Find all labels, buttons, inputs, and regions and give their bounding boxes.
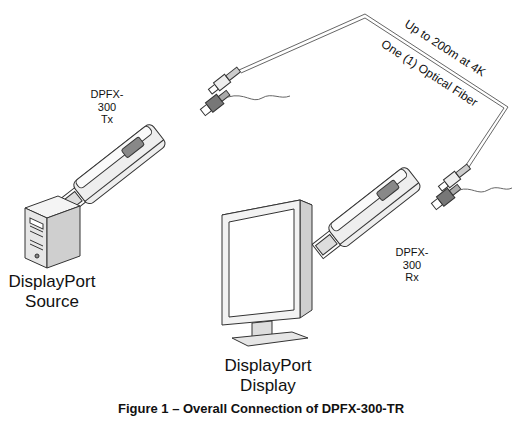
figure-caption: Figure 1 – Overall Connection of DPFX-30… <box>118 402 404 417</box>
device-label: DisplayPort Source <box>9 272 96 311</box>
rx-cable <box>459 188 512 192</box>
module-label: DPFX-300 Tx <box>91 88 124 126</box>
monitor <box>222 200 312 346</box>
rx-power-plug <box>430 182 463 211</box>
optical-fiber <box>239 14 508 167</box>
module-label: DPFX-300 Rx <box>396 246 429 284</box>
fiber-note: One (1) Optical Fiber <box>377 37 480 111</box>
tx-fiber-plug <box>207 66 242 96</box>
tx-power-plug <box>199 88 232 117</box>
tx-cable <box>228 96 290 100</box>
device-label: DisplayPort Display <box>225 356 312 395</box>
computer-tower <box>25 196 80 268</box>
